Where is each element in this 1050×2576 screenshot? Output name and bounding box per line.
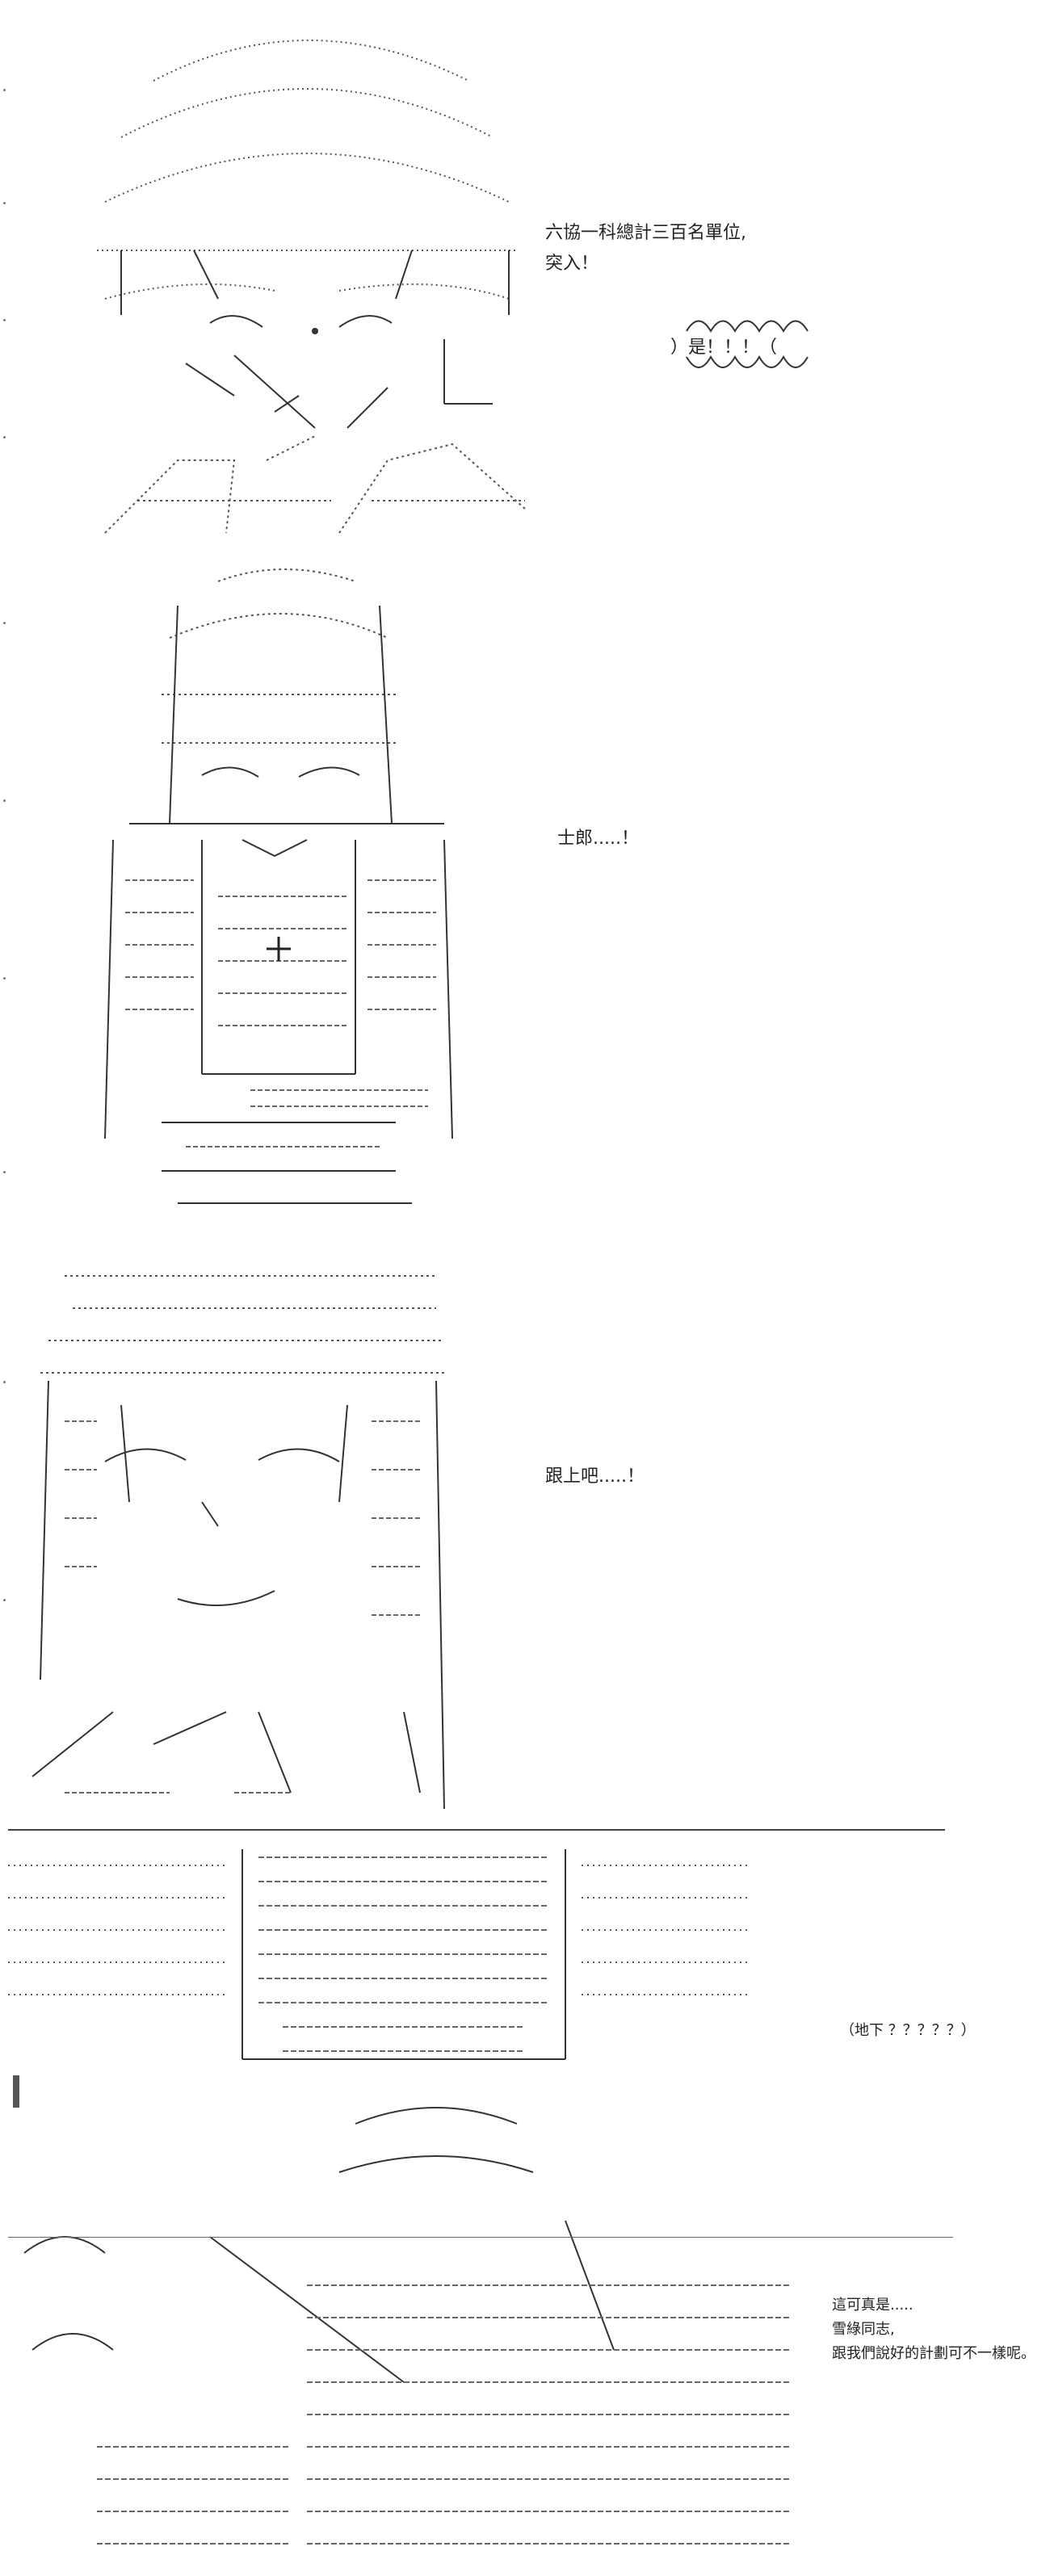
panel-1: 六協一科總計三百名單位, 突入！ ）是！！！（	[0, 0, 1050, 549]
panel-divider	[8, 1829, 945, 1831]
dialogue-line: 突入！	[545, 254, 599, 274]
panel-4-background-art	[0, 1833, 824, 2576]
dialogue-line: 跟我們說好的計劃可不一樣呢。	[832, 2345, 1035, 2362]
panel-3: 跟上吧.....！	[0, 1260, 1050, 1825]
location-caption: （地下 ？？？？？）	[840, 2022, 976, 2039]
panel-2-margin-dots	[3, 557, 8, 1260]
dialogue-line: 這可真是.....	[832, 2297, 914, 2314]
dialogue-line: 雪綠同志,	[832, 2321, 895, 2338]
dialogue-line: 士郎.....！	[557, 829, 639, 849]
panel-4-caption: （地下 ？？？？？）	[840, 2019, 976, 2043]
panel-1-margin-dots	[3, 0, 8, 549]
shout-bubble: ）是！！！（	[670, 307, 832, 380]
panel-2: 士郎.....！	[0, 557, 1050, 1260]
shout-text: ）是！！！（	[670, 338, 778, 358]
panel-3-dialogue: 跟上吧.....！	[545, 1462, 645, 1492]
panel-4-dialogue: 這可真是..... 雪綠同志, 跟我們說好的計劃可不一樣呢。	[832, 2293, 1035, 2366]
panel-2-dialogue: 士郎.....！	[557, 824, 639, 854]
dialogue-line: 跟上吧.....！	[545, 1466, 645, 1487]
panel-3-character-art	[16, 1260, 468, 1817]
panel-3-margin-dots	[3, 1260, 8, 1825]
dialogue-line: 六協一科總計三百名單位,	[545, 223, 746, 243]
panel-2-character-art	[89, 557, 460, 1252]
panel-4-inner-divider	[8, 2237, 953, 2238]
panel-1-dialogue: 六協一科總計三百名單位, 突入！	[545, 218, 746, 279]
panel-4: （地下 ？？？？？） 這可真是..... 雪綠同志, 跟我們說好的計劃可不一樣呢…	[0, 1833, 1050, 2576]
panel-1-character-art	[73, 8, 541, 541]
